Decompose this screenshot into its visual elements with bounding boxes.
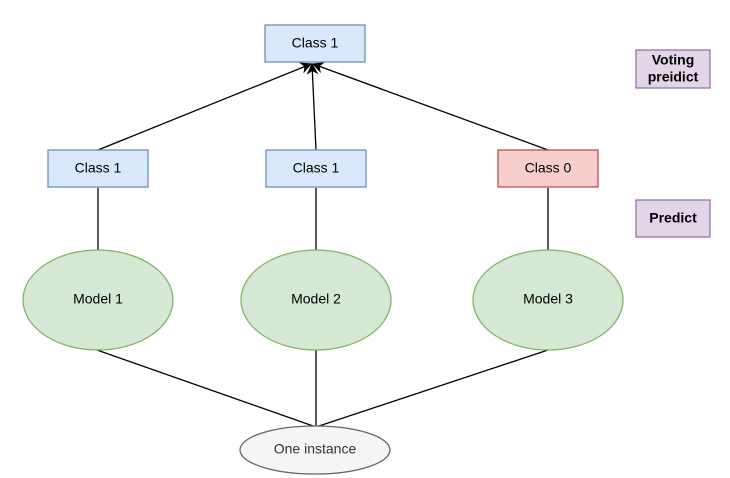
model-node-2: Model 2 [240, 249, 392, 351]
voted-class-node: Class 1 [264, 24, 366, 63]
legend-predict-label: Predict [649, 210, 697, 226]
edge-instance-model-3 [315, 349, 549, 428]
model-node-1: Model 1 [22, 249, 174, 351]
edge-instance-model-1 [96, 349, 317, 428]
voted-class-label: Class 1 [292, 35, 339, 51]
arrow-prediction-2-to-vote [306, 62, 319, 151]
arrow-prediction-3-to-vote [311, 62, 549, 151]
model-label-1: Model 1 [73, 291, 123, 307]
legend-predict: Predict [635, 199, 711, 238]
prediction-label-3: Class 0 [525, 160, 572, 176]
model-label-3: Model 3 [523, 291, 573, 307]
prediction-node-3: Class 0 [497, 149, 599, 188]
legend-voting-predict: Voting preidict [635, 49, 711, 89]
prediction-node-1: Class 1 [47, 149, 149, 188]
model-node-3: Model 3 [472, 249, 624, 351]
legend-voting-line-1: Voting [652, 52, 695, 68]
arrow-prediction-1-to-vote [97, 62, 313, 151]
model-label-2: Model 2 [291, 291, 341, 307]
prediction-label-2: Class 1 [293, 160, 340, 176]
prediction-node-2: Class 1 [265, 149, 367, 188]
instance-label: One instance [274, 441, 357, 457]
prediction-label-1: Class 1 [75, 160, 122, 176]
instance-node: One instance [239, 425, 391, 475]
legend-voting-line-2: preidict [648, 69, 699, 85]
